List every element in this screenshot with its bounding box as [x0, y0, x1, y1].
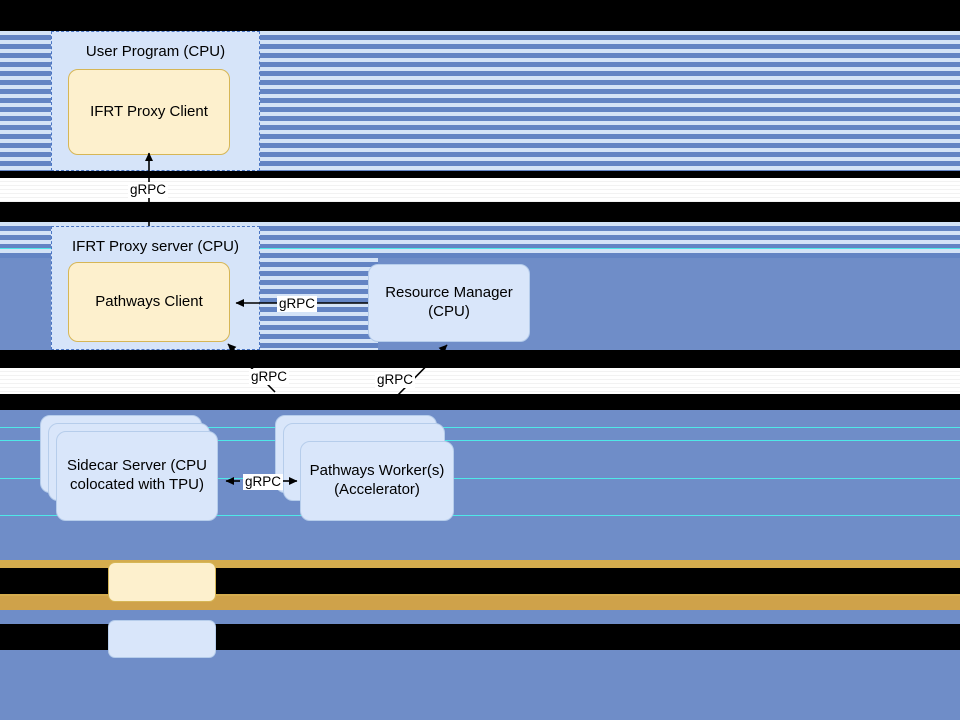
edge-label-grpc-3-text: gRPC: [251, 369, 288, 384]
edge-label-grpc-1: gRPC: [128, 182, 169, 198]
edge-label-grpc-3: gRPC: [249, 369, 290, 385]
edge-label-grpc-5-text: gRPC: [245, 474, 282, 489]
node-user-program-label: User Program (CPU): [85, 43, 226, 60]
edge-label-grpc-4-text: gRPC: [377, 372, 414, 387]
node-pathways-worker-line2: (Accelerator): [334, 481, 420, 498]
edge-label-grpc-1-text: gRPC: [130, 182, 167, 197]
node-sidecar-server-line2: colocated with TPU): [70, 476, 204, 493]
legend-swatch-blue: [108, 620, 216, 658]
node-resource-manager[interactable]: Resource Manager (CPU): [368, 264, 530, 342]
edge-label-grpc-2: gRPC: [277, 296, 318, 312]
node-ifrt-proxy-client-label: IFRT Proxy Client: [90, 102, 208, 120]
node-sidecar-server-line1: Sidecar Server (CPU: [66, 457, 208, 475]
node-ifrt-proxy-client[interactable]: IFRT Proxy Client: [68, 69, 230, 155]
node-pathways-client[interactable]: Pathways Client: [68, 262, 230, 342]
edge-label-grpc-5: gRPC: [243, 474, 284, 490]
edge-label-grpc-4: gRPC: [375, 372, 416, 388]
node-ifrt-proxy-server-label: IFRT Proxy server (CPU): [72, 238, 239, 255]
node-pathways-client-label: Pathways Client: [95, 292, 203, 310]
node-pathways-worker-line1: Pathways Worker(s): [309, 462, 445, 480]
edge-label-grpc-2-text: gRPC: [279, 296, 316, 311]
node-resource-manager-line2: (CPU): [428, 303, 470, 320]
node-pathways-worker[interactable]: Pathways Worker(s) (Accelerator): [300, 441, 454, 521]
node-sidecar-server[interactable]: Sidecar Server (CPU colocated with TPU): [56, 431, 218, 521]
node-resource-manager-line1: Resource Manager: [385, 284, 513, 302]
legend-swatch-yellow: [108, 562, 216, 602]
